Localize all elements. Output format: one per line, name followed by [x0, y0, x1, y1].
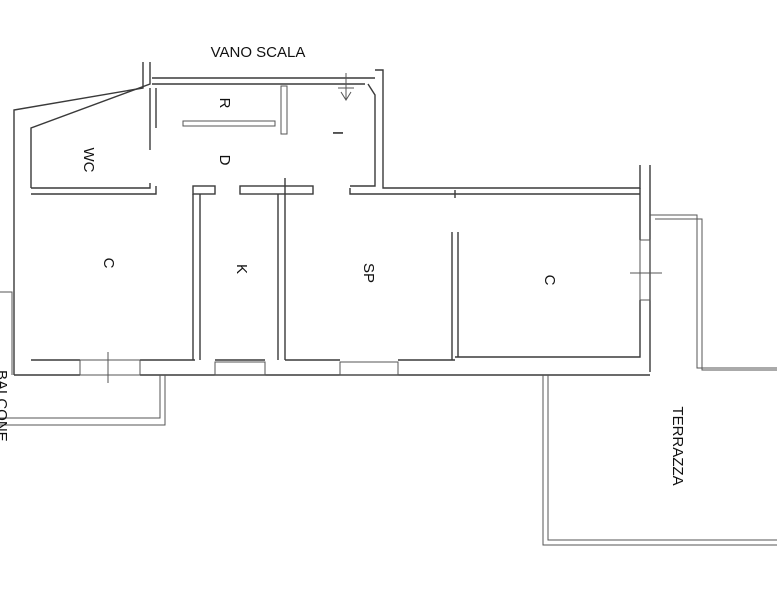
label-c-right: C [541, 275, 558, 286]
label-wc: WC [80, 148, 97, 173]
wall-left-outer [13, 62, 144, 375]
window-c-left [79, 359, 141, 376]
label-c-left: C [100, 258, 117, 269]
terrazza-outline [542, 214, 777, 546]
window-c-right [639, 239, 651, 301]
k-door-post [192, 185, 216, 195]
entrance-arrow-icon [338, 73, 354, 101]
r-partition [280, 85, 288, 135]
label-terrazza: TERRAZZA [669, 406, 686, 485]
label-vano-scala: VANO SCALA [211, 44, 306, 61]
balcone-outline [0, 291, 166, 426]
window-k [214, 361, 266, 376]
wall-right-inner-bottom [455, 300, 641, 358]
wall-left-inner [30, 62, 151, 188]
label-k: K [233, 264, 250, 274]
outer-walls [13, 62, 662, 383]
label-balcone: BALCONE [0, 370, 10, 442]
wall-sp-top [349, 188, 640, 195]
wall-c-top [31, 186, 157, 195]
label-d: D [216, 155, 233, 166]
closet-shelf [182, 120, 276, 127]
label-i: I [329, 131, 346, 135]
wall-stair-right [375, 69, 641, 189]
wall-stair-right-inner [350, 83, 376, 187]
label-sp: SP [360, 263, 377, 283]
window-sp [339, 361, 399, 376]
sp-door-post [239, 185, 314, 195]
wall-wc-bottom [31, 183, 151, 189]
interior-walls [31, 85, 640, 360]
label-r: R [216, 98, 233, 109]
